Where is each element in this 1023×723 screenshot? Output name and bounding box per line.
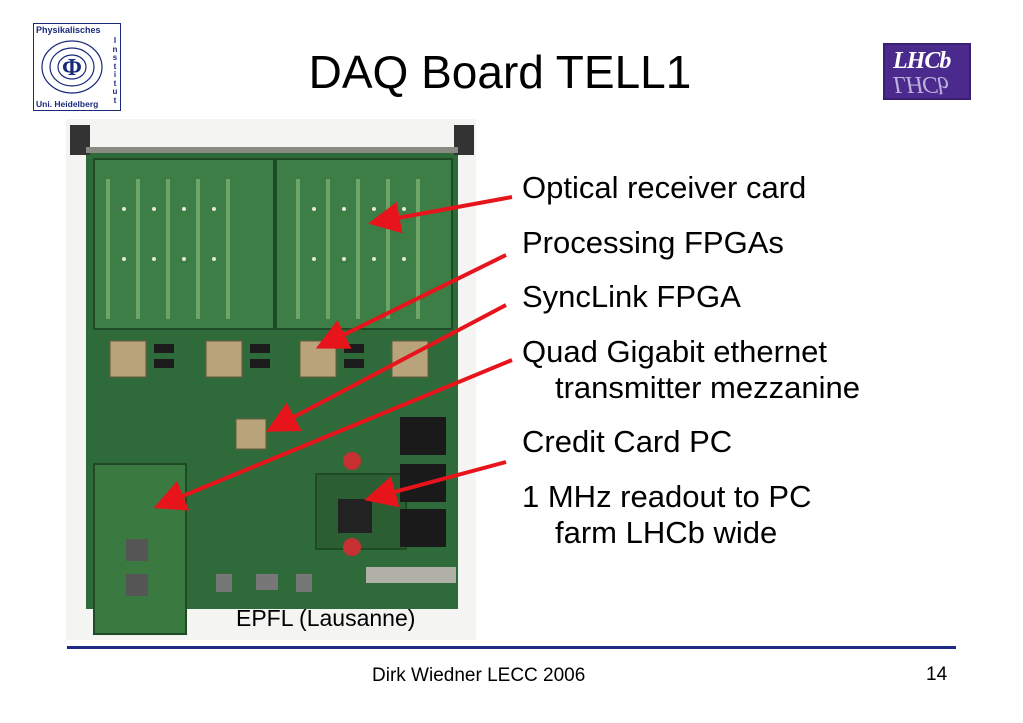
institute-logo-top-text: Physikalisches bbox=[36, 25, 101, 35]
photo-credit: EPFL (Lausanne) bbox=[236, 605, 416, 631]
bullet-text: Optical receiver card bbox=[522, 170, 807, 205]
footer-author-event: Dirk Wiedner LECC 2006 bbox=[372, 665, 586, 686]
bullet-item: Optical receiver card bbox=[522, 170, 1002, 206]
bullet-item: 1 MHz readout to PC farm LHCb wide bbox=[522, 479, 1002, 551]
tell1-board-photo bbox=[66, 119, 476, 640]
bullet-item: Credit Card PC bbox=[522, 424, 1002, 460]
institute-logo-bottom-text: Uni. Heidelberg bbox=[36, 99, 99, 109]
bullet-text: SyncLink FPGA bbox=[522, 279, 741, 314]
institute-emblem-icon: Φ bbox=[41, 40, 103, 94]
bullet-text: Processing FPGAs bbox=[522, 224, 784, 260]
footer-divider bbox=[67, 646, 956, 649]
synclink-fpga bbox=[235, 418, 267, 450]
slide-title: DAQ Board TELL1 bbox=[308, 46, 692, 98]
bullet-list: Optical receiver card Processing FPGAs S… bbox=[522, 170, 1002, 569]
bullet-continuation: transmitter mezzanine bbox=[555, 369, 860, 405]
optical-receiver-card-right bbox=[275, 158, 453, 330]
bullet-text: 1 MHz readout to PC bbox=[522, 478, 812, 514]
bullet-item: Quad Gigabit ethernet transmitter mezzan… bbox=[522, 334, 1002, 406]
institute-symbol: Φ bbox=[62, 55, 82, 81]
bullet-continuation: farm LHCb wide bbox=[555, 514, 778, 550]
bullet-text: Quad Gigabit ethernet bbox=[522, 333, 828, 369]
lhcb-logo-text: LHCb bbox=[893, 48, 951, 74]
lhcb-logo: LHCb LHCb bbox=[883, 43, 971, 100]
lhcb-logo-reflection: LHCb bbox=[893, 71, 948, 97]
page-number: 14 bbox=[926, 664, 948, 685]
bullet-item: SyncLink FPGA bbox=[522, 279, 1002, 315]
optical-receiver-card-left bbox=[93, 158, 275, 330]
bullet-item: Processing FPGAs bbox=[522, 225, 1002, 261]
bullet-text: Credit Card PC bbox=[522, 424, 733, 459]
